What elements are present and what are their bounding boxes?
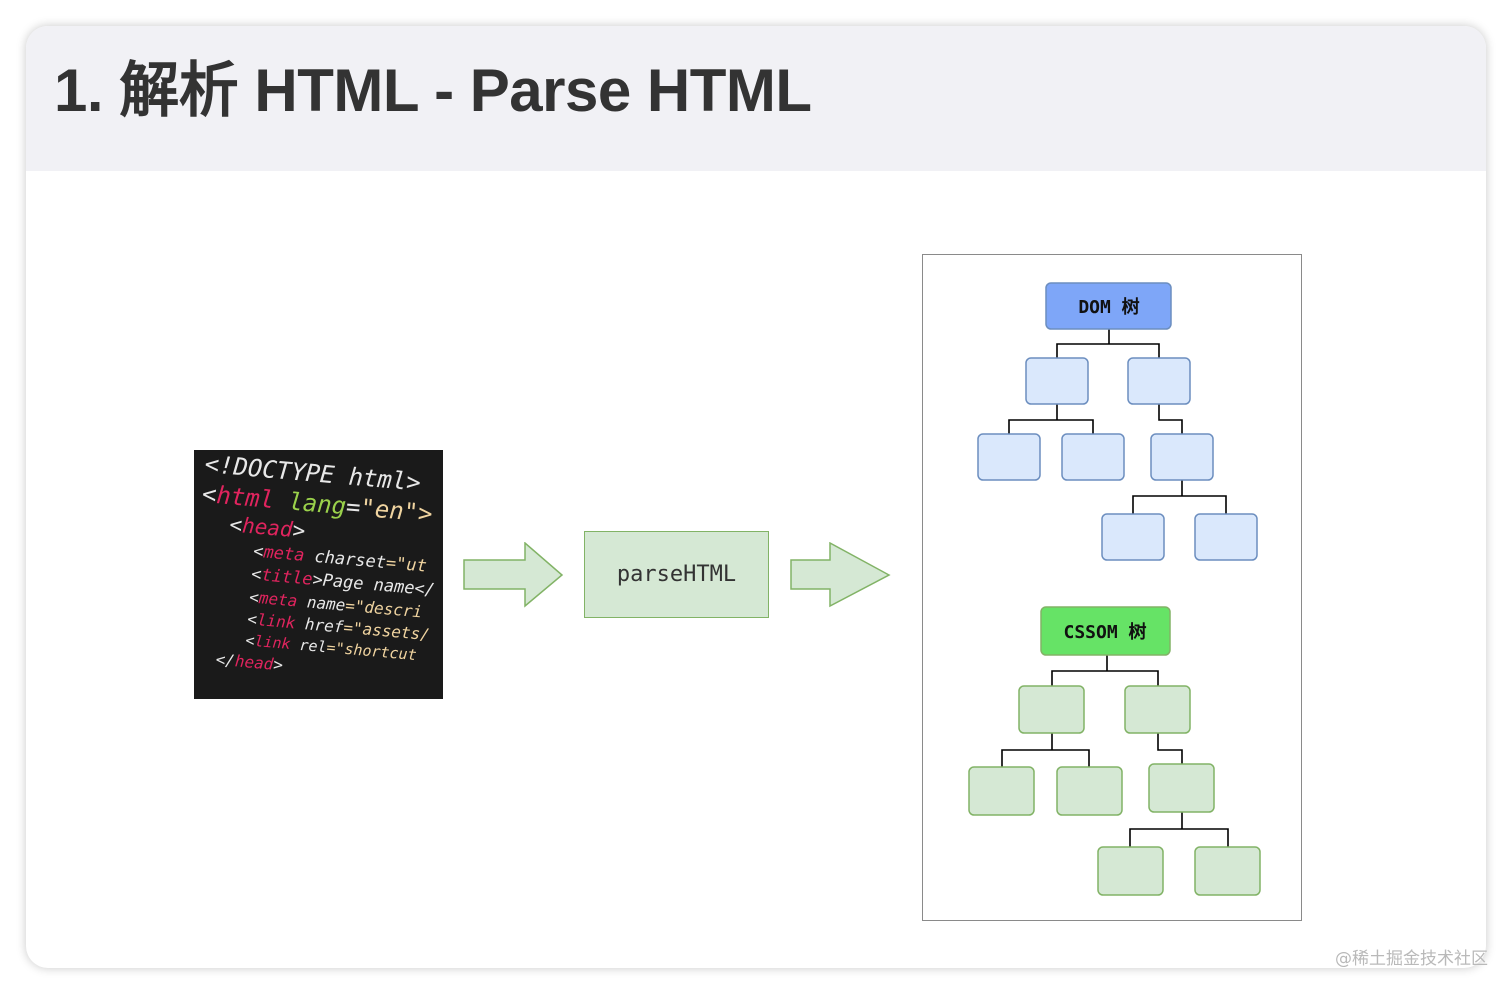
code-token: "en">	[359, 493, 434, 528]
tree-connector	[1056, 329, 1160, 358]
code-token: lang	[272, 486, 348, 521]
code-token: head	[241, 513, 294, 542]
code-line: </head>	[215, 650, 284, 675]
parse-html-label: parseHTML	[616, 562, 737, 587]
right-arrow-icon	[790, 542, 891, 608]
cssom-node	[1148, 763, 1215, 813]
code-token: </	[214, 649, 236, 671]
dom-root-node	[1045, 282, 1172, 330]
right-arrow-shape	[463, 542, 564, 608]
code-line: <head>	[229, 512, 307, 543]
tree-connector	[1001, 733, 1090, 767]
tree-connector	[1132, 480, 1227, 514]
cssom-node	[1056, 766, 1123, 816]
tree-connector	[1051, 655, 1159, 686]
code-token: head	[234, 651, 275, 674]
right-arrow-icon	[463, 542, 564, 608]
code-token: rel	[289, 635, 328, 657]
code-token: meta	[258, 588, 299, 611]
tree-connector	[1008, 404, 1094, 434]
cssom-node	[1018, 685, 1085, 734]
cssom-node	[1194, 846, 1261, 896]
trees-panel: DOM 树 CSSOM 树	[922, 254, 1302, 921]
code-token: ="descri	[344, 595, 423, 622]
cssom-node	[1124, 685, 1191, 734]
tree-connector	[1129, 812, 1229, 847]
slide-title: 1. 解析 HTML - Parse HTML	[54, 57, 812, 124]
slide: 1. 解析 HTML - Parse HTML <!DOCTYPE html><…	[26, 26, 1486, 968]
slide-header: 1. 解析 HTML - Parse HTML	[26, 26, 1486, 171]
dom-node	[1025, 357, 1089, 405]
code-token: name	[296, 591, 347, 615]
code-token: html>	[347, 462, 422, 497]
dom-node	[1150, 433, 1214, 481]
cssom-root-node	[1040, 606, 1171, 656]
code-token: >	[291, 517, 307, 543]
dom-node	[1127, 357, 1191, 405]
watermark: @稀土掘金技术社区	[1335, 949, 1488, 969]
dom-tree	[1008, 329, 1227, 514]
cssom-tree-nodes	[968, 606, 1261, 896]
tree-connector	[1158, 404, 1183, 434]
code-token: charset	[303, 546, 387, 574]
cssom-tree-label: CSSOM 树	[1063, 621, 1146, 643]
code-token: title	[260, 565, 314, 590]
cssom-tree	[1001, 655, 1229, 847]
code-token: ="ut	[385, 553, 428, 577]
parse-html-process: parseHTML	[584, 531, 769, 618]
dom-node	[1194, 513, 1258, 561]
dom-node	[977, 433, 1041, 481]
cssom-node	[968, 766, 1035, 816]
code-token: href	[294, 613, 345, 637]
code-token: link	[253, 631, 292, 654]
code-token: html	[215, 481, 276, 515]
dom-tree-label: DOM 树	[1078, 296, 1139, 318]
dom-tree-nodes	[977, 282, 1258, 561]
code-token: ="shortcut	[325, 638, 418, 665]
html-code-image: <!DOCTYPE html><html lang="en"><head><me…	[194, 450, 443, 699]
code-token: >	[272, 654, 284, 675]
right-arrow-shape	[790, 542, 891, 608]
trees-diagram: DOM 树 CSSOM 树	[968, 282, 1261, 896]
tree-connector	[1157, 733, 1183, 764]
code-token: meta	[262, 542, 306, 566]
dom-node	[1061, 433, 1125, 481]
cssom-node	[1097, 846, 1164, 896]
code-token: link	[256, 610, 297, 633]
dom-node	[1101, 513, 1165, 561]
